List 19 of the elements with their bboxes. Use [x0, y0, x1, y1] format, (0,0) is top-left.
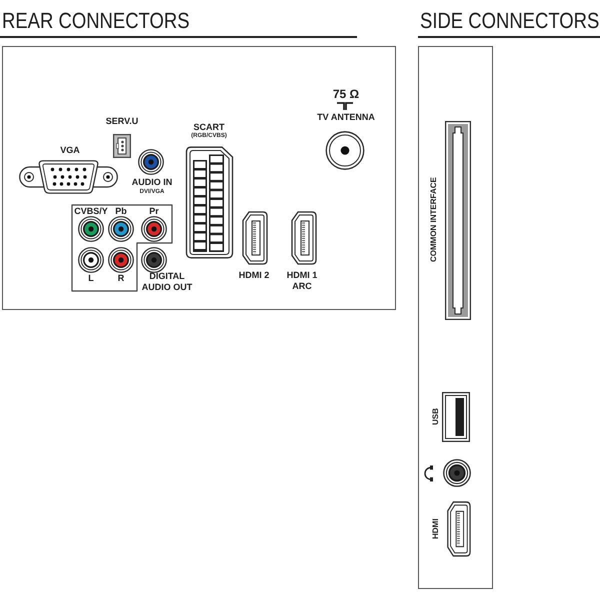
port-label: AUDIO IN	[130, 177, 174, 188]
port-label: SERV.U	[104, 116, 140, 127]
section-heading: REAR CONNECTORS	[0, 6, 357, 38]
port-label: HDMI 2	[238, 270, 270, 281]
port-label: DIGITAL AUDIO OUT	[140, 271, 194, 294]
port-label: R	[116, 273, 126, 284]
port-label: USB	[430, 408, 441, 428]
port-label: VGA	[59, 145, 81, 156]
port-label: 75 Ω	[332, 88, 360, 101]
port-label: COMMON INTERFACE	[428, 176, 439, 264]
port-label: HDMI 1 ARC	[286, 270, 318, 293]
port-label: CVBS/Y	[73, 206, 109, 217]
port-label: Pr	[148, 206, 160, 217]
port-label: HDMI	[430, 518, 441, 542]
port-label: Pb	[114, 206, 128, 217]
section-heading: SIDE CONNECTORS	[418, 6, 600, 38]
port-label: SCART	[192, 122, 226, 132]
port-label: TV ANTENNA	[316, 112, 376, 123]
port-label: L	[87, 273, 95, 284]
